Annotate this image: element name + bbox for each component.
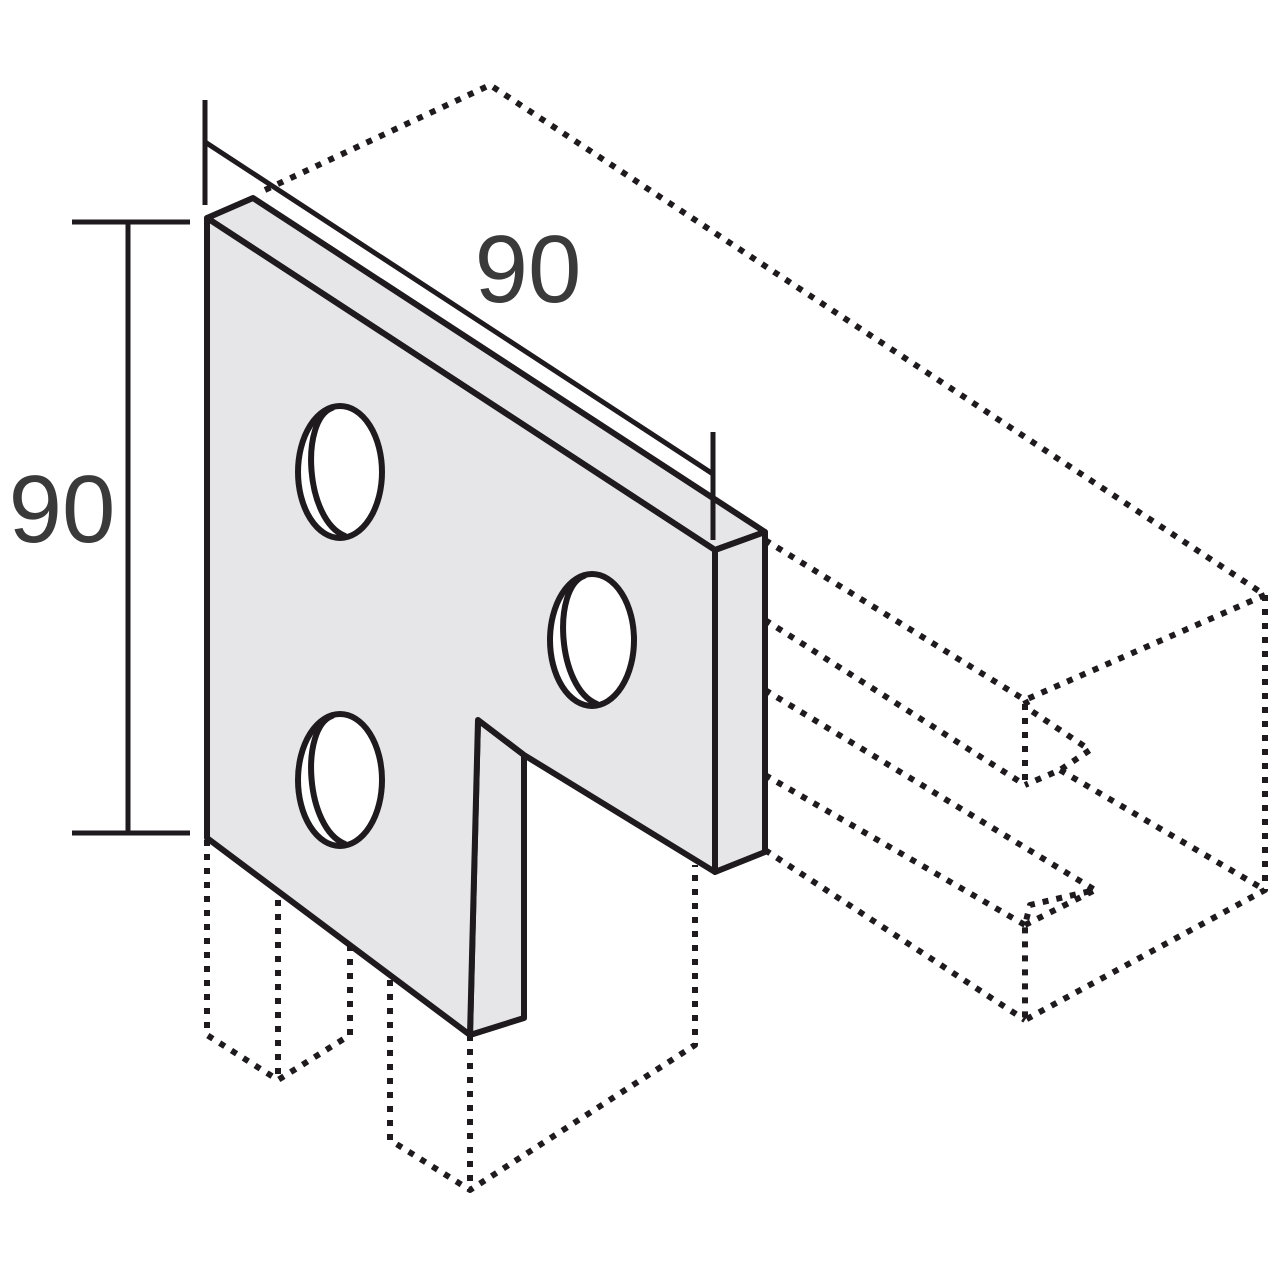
dimension-width: 90 xyxy=(202,100,716,540)
dimension-height-label: 90 xyxy=(9,456,116,563)
plate-side-edge xyxy=(712,529,768,875)
ghost-channel-bottom xyxy=(204,840,698,1193)
hole-bottom-left xyxy=(295,711,385,849)
hole-right xyxy=(547,571,637,709)
plate xyxy=(204,195,768,1038)
dimension-width-label: 90 xyxy=(475,216,582,323)
hole-top-left xyxy=(295,403,385,541)
ghost-channel-right xyxy=(263,82,1268,1023)
dimension-height: 90 xyxy=(9,219,190,836)
